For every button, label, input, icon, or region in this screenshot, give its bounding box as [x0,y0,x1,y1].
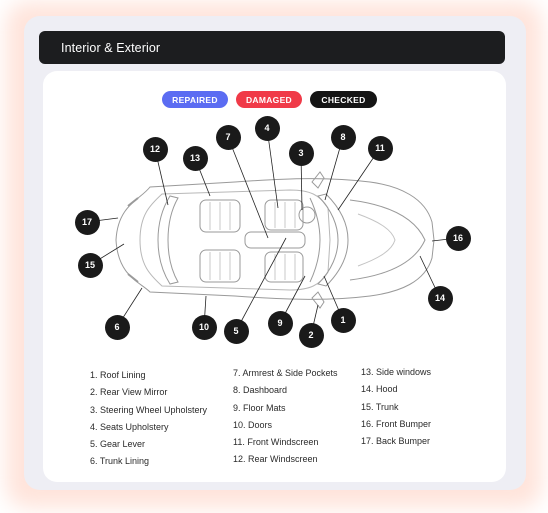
legend-item: 5. Gear Lever [90,439,146,450]
dashboard [309,197,321,283]
rear-seat-right [199,249,241,283]
wheel-rear-top [127,197,139,207]
callout-13[interactable]: 13 [182,145,208,171]
legend-item: 9. Floor Mats [233,402,286,413]
callout-1[interactable]: 1 [330,307,356,333]
callout-9[interactable]: 9 [267,310,293,336]
callout-14[interactable]: 14 [427,285,453,311]
callout-3[interactable]: 3 [288,140,314,166]
center-console [244,231,306,249]
legend-item: 4. Seats Upholstery [90,421,169,432]
checked-status-pill[interactable]: CHECKED [310,91,377,108]
legend-item: 15. Trunk [361,401,399,412]
callout-4[interactable]: 4 [254,115,280,141]
wheel-rear-bottom [127,273,139,283]
callout-5[interactable]: 5 [223,318,249,344]
front-seat-right [264,251,304,283]
seat-stripes [209,202,296,280]
mirror-bottom [311,291,325,309]
section-header[interactable]: Interior & Exterior [39,31,505,64]
hood-crease [357,213,396,267]
legend-item: 7. Armrest & Side Pockets [233,368,338,378]
hood-line [349,199,426,281]
legend-item: 17. Back Bumper [361,436,431,447]
legend-item: 16. Front Bumper [361,418,432,429]
front-windscreen [317,193,349,287]
legend-item: 14. Hood [361,384,398,395]
front-seat-left [264,199,304,231]
callout-2[interactable]: 2 [298,322,324,348]
legend-item: 3. Steering Wheel Upholstery [90,404,208,415]
legend-item: 13. Side windows [361,367,432,377]
callout-15[interactable]: 15 [77,252,103,278]
callout-11[interactable]: 11 [367,135,393,161]
legend-item: 8. Dashboard [233,385,288,396]
callout-16[interactable]: 16 [445,225,471,251]
rear-windscreen [157,195,179,285]
repaired-status-pill[interactable]: REPAIRED [162,91,228,108]
callout-12[interactable]: 12 [142,136,168,162]
rear-seat-left [199,199,241,233]
mirror-top [311,171,325,189]
damaged-status-pill[interactable]: DAMAGED [236,91,302,108]
callout-6[interactable]: 6 [104,314,130,340]
steering-wheel [298,206,316,224]
legend-item: 1. Roof Lining [90,370,146,380]
callout-8[interactable]: 8 [330,124,356,150]
legend-column-2: 7. Armrest & Side Pockets 8. Dashboard 9… [233,365,338,469]
car-body-outline [115,178,435,300]
legend-item: 6. Trunk Lining [90,456,150,467]
section-title: Interior & Exterior [61,40,161,55]
legend-item: 11. Front Windscreen [233,437,319,448]
callout-7[interactable]: 7 [215,124,241,150]
legend-item: 2. Rear View Mirror [90,387,168,398]
legend-item: 12. Rear Windscreen [233,454,318,465]
callout-10[interactable]: 10 [191,314,217,340]
legend-column-3: 13. Side windows 14. Hood 15. Trunk 16. … [361,364,431,450]
callout-17[interactable]: 17 [74,209,100,235]
legend-item: 10. Doors [233,419,273,430]
legend-column-1: 1. Roof Lining 2. Rear View Mirror 3. St… [90,367,207,471]
